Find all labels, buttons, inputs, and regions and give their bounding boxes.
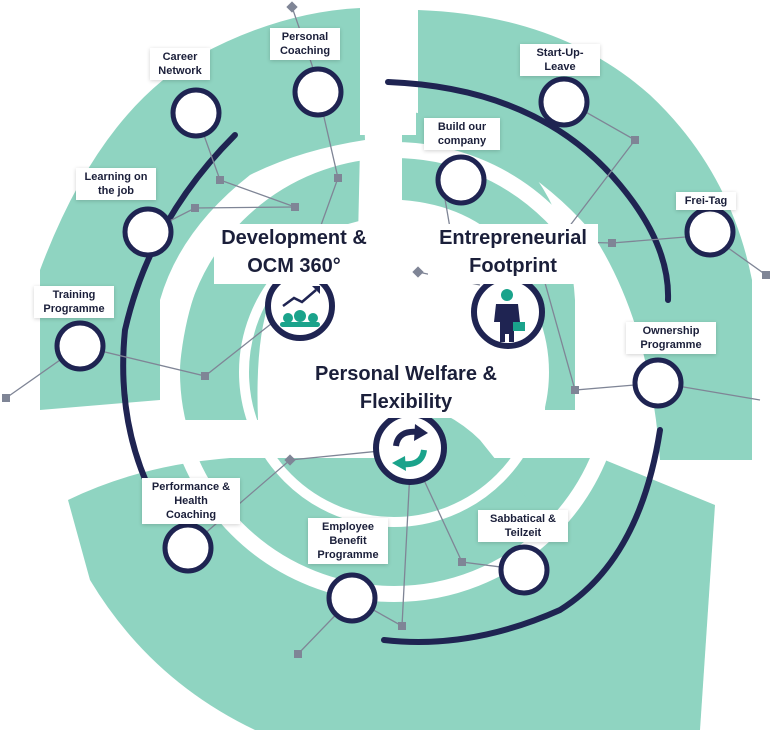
performance-health-label: Performance & Health Coaching <box>142 478 240 524</box>
sabbatical-label: Sabbatical & Teilzeit <box>478 510 568 542</box>
welfare-navy-arc <box>381 427 663 645</box>
white-rings <box>164 142 624 602</box>
build-our-company-node <box>435 154 487 206</box>
ownership-programme-label: Ownership Programme <box>626 322 716 354</box>
entrepreneurial-navy-arc <box>385 79 672 303</box>
frei-tag-label: Frei-Tag <box>676 192 736 210</box>
employee-benefit-label: Employee Benefit Programme <box>308 518 388 564</box>
career-network-node <box>170 87 222 139</box>
businessman-icon <box>494 289 525 342</box>
personal-coaching-node <box>292 66 344 118</box>
employee-benefit-node <box>326 572 378 624</box>
learning-on-the-job-label: Learning on the job <box>76 168 156 200</box>
frei-tag-node <box>684 206 736 258</box>
people-growth-icon <box>280 286 320 327</box>
training-programme-node <box>54 320 106 372</box>
career-network-label: Career Network <box>150 48 210 80</box>
development-icon-circle <box>265 271 335 341</box>
refresh-arrows-icon <box>392 424 428 471</box>
navy-arcs <box>120 79 672 645</box>
build-our-company-label: Build our company <box>424 118 500 150</box>
learning-on-the-job-node <box>122 206 174 258</box>
welfare-icon-circle <box>373 411 447 485</box>
ownership-programme-node <box>632 357 684 409</box>
development-navy-arc <box>120 132 238 513</box>
start-up-leave-node <box>538 76 590 128</box>
development-outer-segment <box>40 8 365 410</box>
development-title: Development & OCM 360° <box>214 224 374 284</box>
entrepreneurial-title: Entrepreneurial Footprint <box>428 224 598 284</box>
start-up-leave-label: Start-Up- Leave <box>520 44 600 76</box>
performance-health-node <box>162 522 214 574</box>
personal-coaching-label: Personal Coaching <box>270 28 340 60</box>
nodes <box>54 66 736 624</box>
sabbatical-node <box>498 544 550 596</box>
entrepreneurial-icon-circle <box>471 275 545 349</box>
training-programme-label: Training Programme <box>34 286 114 318</box>
welfare-title: Personal Welfare & Flexibility <box>306 360 506 418</box>
